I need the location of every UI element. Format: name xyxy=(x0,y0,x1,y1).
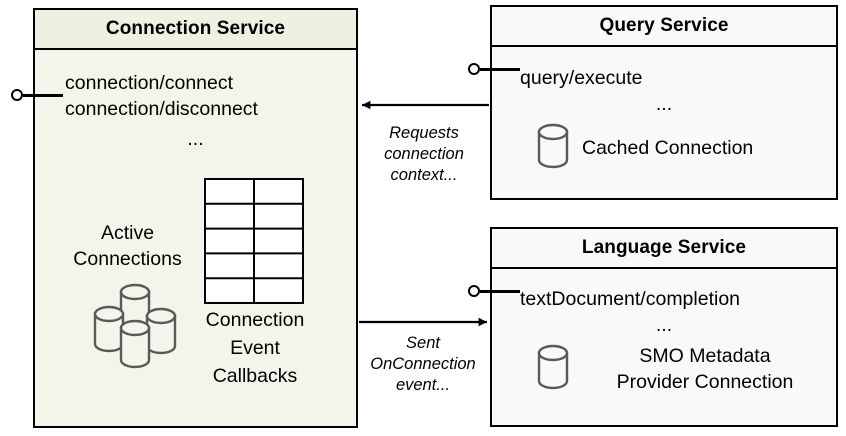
connection-service-body: connection/connect connection/disconnect… xyxy=(35,50,356,426)
language-service-ellipsis: ... xyxy=(655,314,673,336)
interface-connection-connect[interactable]: connection/connect xyxy=(65,72,234,94)
language-service-title: Language Service xyxy=(492,229,836,269)
lollipop-stem xyxy=(480,290,520,293)
language-service-box[interactable]: Language Service textDocument/completion… xyxy=(490,227,838,427)
connection-service-title: Connection Service xyxy=(35,10,356,50)
cached-connection-label: Cached Connection xyxy=(582,137,754,159)
active-connections-label-line1: Active xyxy=(100,222,155,244)
database-cylinder-icon xyxy=(536,123,570,174)
connection-service-box[interactable]: Connection Service connection/connect co… xyxy=(33,8,358,428)
query-service-interface-lollipop[interactable] xyxy=(468,60,520,80)
smo-metadata-provider-label: SMO Metadata Provider Connection xyxy=(582,343,828,395)
connector-label-sent-onconnection-event: Sent OnConnection event... xyxy=(358,333,488,396)
requests-label-line2: connection xyxy=(384,145,464,163)
interface-query-execute[interactable]: query/execute xyxy=(520,67,643,89)
active-connections-label: Active Connections xyxy=(45,220,210,272)
connection-service-interface-lollipop[interactable] xyxy=(11,86,63,106)
smo-label-line1: SMO Metadata xyxy=(639,345,771,367)
sent-label-line2: OnConnection xyxy=(370,355,476,373)
sent-label-line1: Sent xyxy=(406,334,440,352)
query-service-box[interactable]: Query Service query/execute ... Cached C… xyxy=(490,5,838,200)
connection-event-callbacks-label: Connection Event Callbacks xyxy=(195,306,315,390)
lollipop-ball-icon xyxy=(11,89,23,101)
active-connections-cylinder-stack-icon xyxy=(83,282,203,372)
lollipop-ball-icon xyxy=(468,285,480,297)
interface-connection-disconnect[interactable]: connection/disconnect xyxy=(65,98,258,120)
requests-label-line1: Requests xyxy=(389,124,459,142)
active-connections-label-line2: Connections xyxy=(73,248,182,270)
sent-label-line3: event... xyxy=(395,376,451,394)
lollipop-stem xyxy=(23,94,63,97)
language-service-body: textDocument/completion ... SMO Metadata… xyxy=(492,269,836,425)
query-service-title: Query Service xyxy=(492,7,836,47)
interface-textdocument-completion[interactable]: textDocument/completion xyxy=(520,288,741,310)
smo-metadata-provider-row: SMO Metadata Provider Connection xyxy=(536,343,828,395)
connection-event-callbacks-table[interactable] xyxy=(204,178,304,304)
lollipop-stem xyxy=(480,68,520,71)
query-service-ellipsis: ... xyxy=(655,93,673,115)
language-service-interface-lollipop[interactable] xyxy=(468,282,520,302)
callbacks-label-line2: Event xyxy=(230,337,280,359)
query-service-body: query/execute ... Cached Connection xyxy=(492,47,836,198)
database-cylinder-icon xyxy=(536,344,570,395)
connector-label-requests-connection-context: Requests connection context... xyxy=(360,123,488,186)
requests-label-line3: context... xyxy=(390,166,458,184)
cached-connection-row: Cached Connection xyxy=(536,123,826,174)
smo-label-line2: Provider Connection xyxy=(616,371,794,393)
callbacks-label-line1: Connection xyxy=(205,309,305,331)
connection-service-ellipsis: ... xyxy=(187,128,204,150)
lollipop-ball-icon xyxy=(468,63,480,75)
callbacks-label-line3: Callbacks xyxy=(212,365,298,387)
